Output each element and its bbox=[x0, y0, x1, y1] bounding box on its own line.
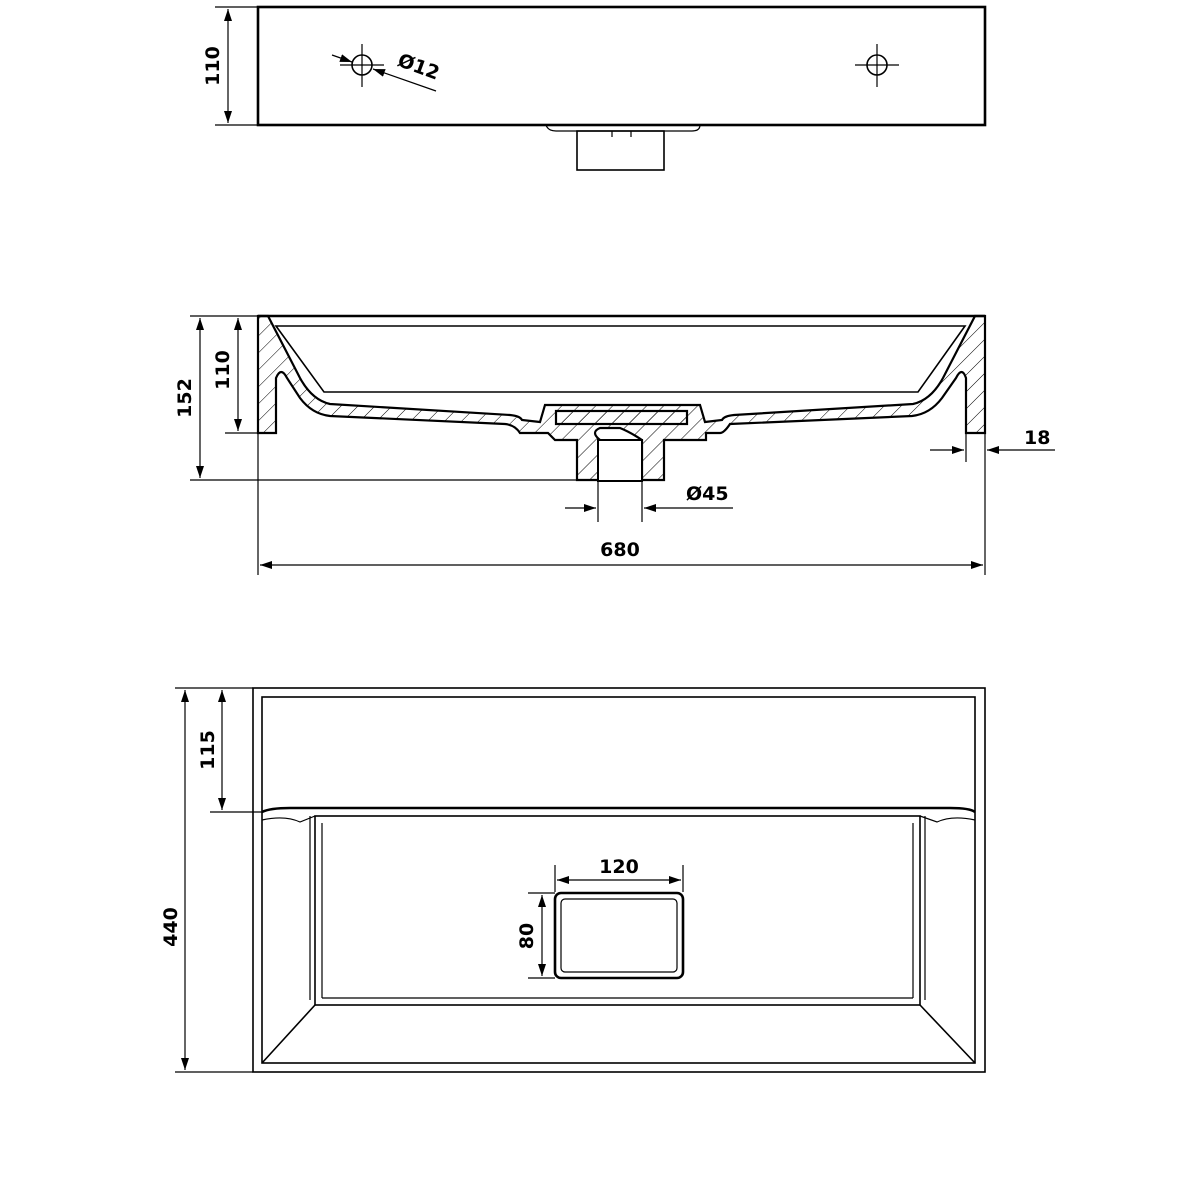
hole-dim-leader bbox=[372, 68, 437, 92]
drain-pipe bbox=[576, 130, 665, 171]
drain-width-label: 120 bbox=[599, 856, 639, 878]
front-height-label: 110 bbox=[202, 46, 224, 86]
wall-thickness-label: 18 bbox=[1024, 427, 1050, 449]
section-hatched-body bbox=[256, 314, 987, 482]
hole-dim-arrow bbox=[331, 54, 353, 63]
plan-outer-outline bbox=[252, 687, 986, 1073]
drain-cover bbox=[553, 891, 685, 980]
section-view: 152 110 18 Ø45 680 bbox=[174, 314, 1055, 575]
ledge-edge bbox=[261, 806, 976, 814]
ledge-label: 115 bbox=[197, 730, 219, 770]
drain-diameter-label: Ø45 bbox=[686, 483, 729, 505]
basin-floor bbox=[314, 815, 921, 1006]
depth-label: 440 bbox=[160, 907, 182, 947]
front-view: Ø12 110 bbox=[202, 5, 987, 171]
basin-height-label: 110 bbox=[212, 350, 234, 390]
drain-depth-label: 80 bbox=[516, 923, 538, 949]
basin-front-outline bbox=[256, 5, 987, 127]
tap-hole-right bbox=[855, 44, 899, 87]
total-height-label: 152 bbox=[174, 378, 196, 418]
drain-cover-section bbox=[554, 409, 689, 426]
tap-hole-left bbox=[340, 44, 384, 87]
plan-view: 120 80 115 440 bbox=[160, 687, 986, 1073]
width-label: 680 bbox=[600, 539, 640, 561]
basin-inner-outline bbox=[274, 325, 967, 393]
plan-inner-outline bbox=[261, 696, 976, 1064]
